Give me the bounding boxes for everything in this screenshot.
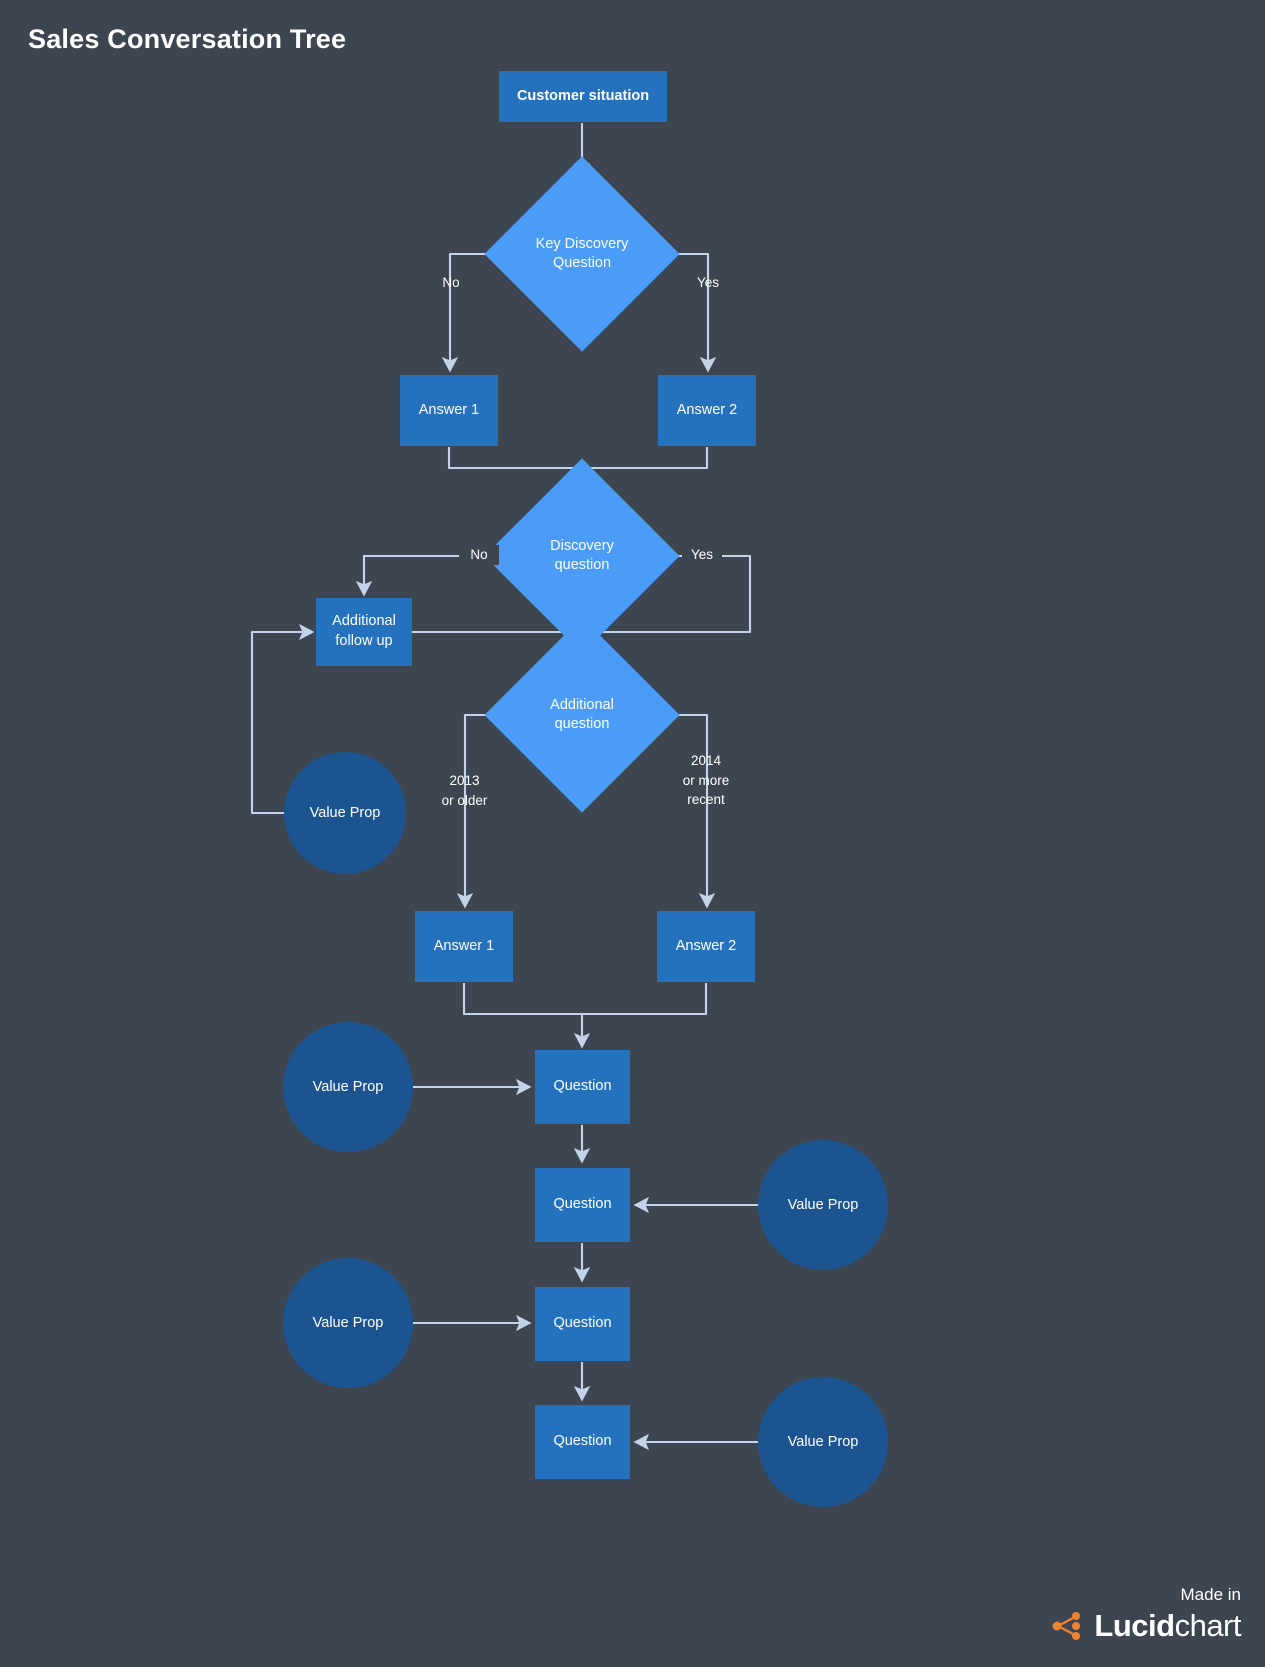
node-label: Key Discovery Question xyxy=(535,235,629,271)
node-answer-2-mid[interactable]: Answer 2 xyxy=(657,911,755,982)
lucidchart-watermark: Made in Lucidchart xyxy=(1051,1585,1242,1641)
node-label: Question xyxy=(553,1315,612,1332)
node-answer-2-top[interactable]: Answer 2 xyxy=(658,375,756,446)
edge-answer2mid-merge xyxy=(582,983,708,1016)
edge-label-additional-left: 2013 or older xyxy=(441,773,488,808)
node-answer-1-top[interactable]: Answer 1 xyxy=(400,375,498,446)
node-value-prop-3[interactable]: Value Prop xyxy=(283,1258,413,1388)
node-question-2[interactable]: Question xyxy=(535,1168,630,1242)
edge-answer1-merge xyxy=(447,447,582,470)
node-label: Discovery question xyxy=(550,537,614,573)
edge-label-discovery-yes: Yes xyxy=(682,545,722,565)
node-label: Answer 2 xyxy=(675,937,737,954)
made-in-label: Made in xyxy=(1180,1585,1241,1604)
node-value-prop-4[interactable]: Value Prop xyxy=(758,1377,888,1507)
edge-label-discovery-no: No xyxy=(459,545,499,565)
node-question-3[interactable]: Question xyxy=(535,1287,630,1361)
wordmark-chart: chart xyxy=(1174,1608,1242,1643)
node-discovery-question[interactable]: Discovery question xyxy=(484,458,680,654)
node-label: Value Prop xyxy=(309,805,381,821)
node-value-prop-1[interactable]: Value Prop xyxy=(283,1022,413,1152)
node-label: Value Prop xyxy=(787,1434,859,1450)
node-label: Question xyxy=(553,1078,612,1095)
node-label: Value Prop xyxy=(787,1197,859,1213)
lucidchart-logo: Lucidchart xyxy=(1051,1610,1242,1641)
wordmark-lucid: Lucid xyxy=(1094,1608,1175,1643)
node-label: Question xyxy=(553,1433,612,1450)
node-label: Value Prop xyxy=(312,1315,384,1331)
node-question-1[interactable]: Question xyxy=(535,1050,630,1124)
node-label: Answer 1 xyxy=(418,401,480,418)
page-title: Sales Conversation Tree xyxy=(28,24,347,54)
node-label: Additional follow up xyxy=(332,613,396,649)
edge-label-key-no: No xyxy=(442,275,460,290)
node-key-discovery-question[interactable]: Key Discovery Question xyxy=(484,156,680,352)
node-label: Value Prop xyxy=(312,1079,384,1095)
edge-answer1mid-merge xyxy=(462,983,582,1016)
node-label: Question xyxy=(553,1196,612,1213)
edge-answer2-merge xyxy=(582,447,709,470)
node-label: Additional question xyxy=(550,696,614,732)
node-label: Answer 2 xyxy=(676,401,738,418)
node-additional-follow-up[interactable]: Additional follow up xyxy=(316,598,412,666)
node-question-4[interactable]: Question xyxy=(535,1405,630,1479)
node-additional-question[interactable]: Additional question xyxy=(484,617,680,813)
edge-label-key-yes: Yes xyxy=(696,275,720,290)
edge-additional-left xyxy=(456,713,513,909)
node-label: Answer 1 xyxy=(433,937,495,954)
node-customer-situation[interactable]: Customer situation xyxy=(499,71,667,122)
lucidchart-node-mark xyxy=(1053,1611,1081,1640)
node-label: Customer situation xyxy=(516,87,650,104)
node-answer-1-mid[interactable]: Answer 1 xyxy=(415,911,513,982)
edge-label-additional-right: 2014 or more recent xyxy=(682,753,730,808)
lucidchart-wordmark: Lucidchart xyxy=(1094,1610,1241,1641)
node-value-prop-loop[interactable]: Value Prop xyxy=(284,752,406,874)
node-value-prop-2[interactable]: Value Prop xyxy=(758,1140,888,1270)
edge-additional-right xyxy=(652,713,716,909)
